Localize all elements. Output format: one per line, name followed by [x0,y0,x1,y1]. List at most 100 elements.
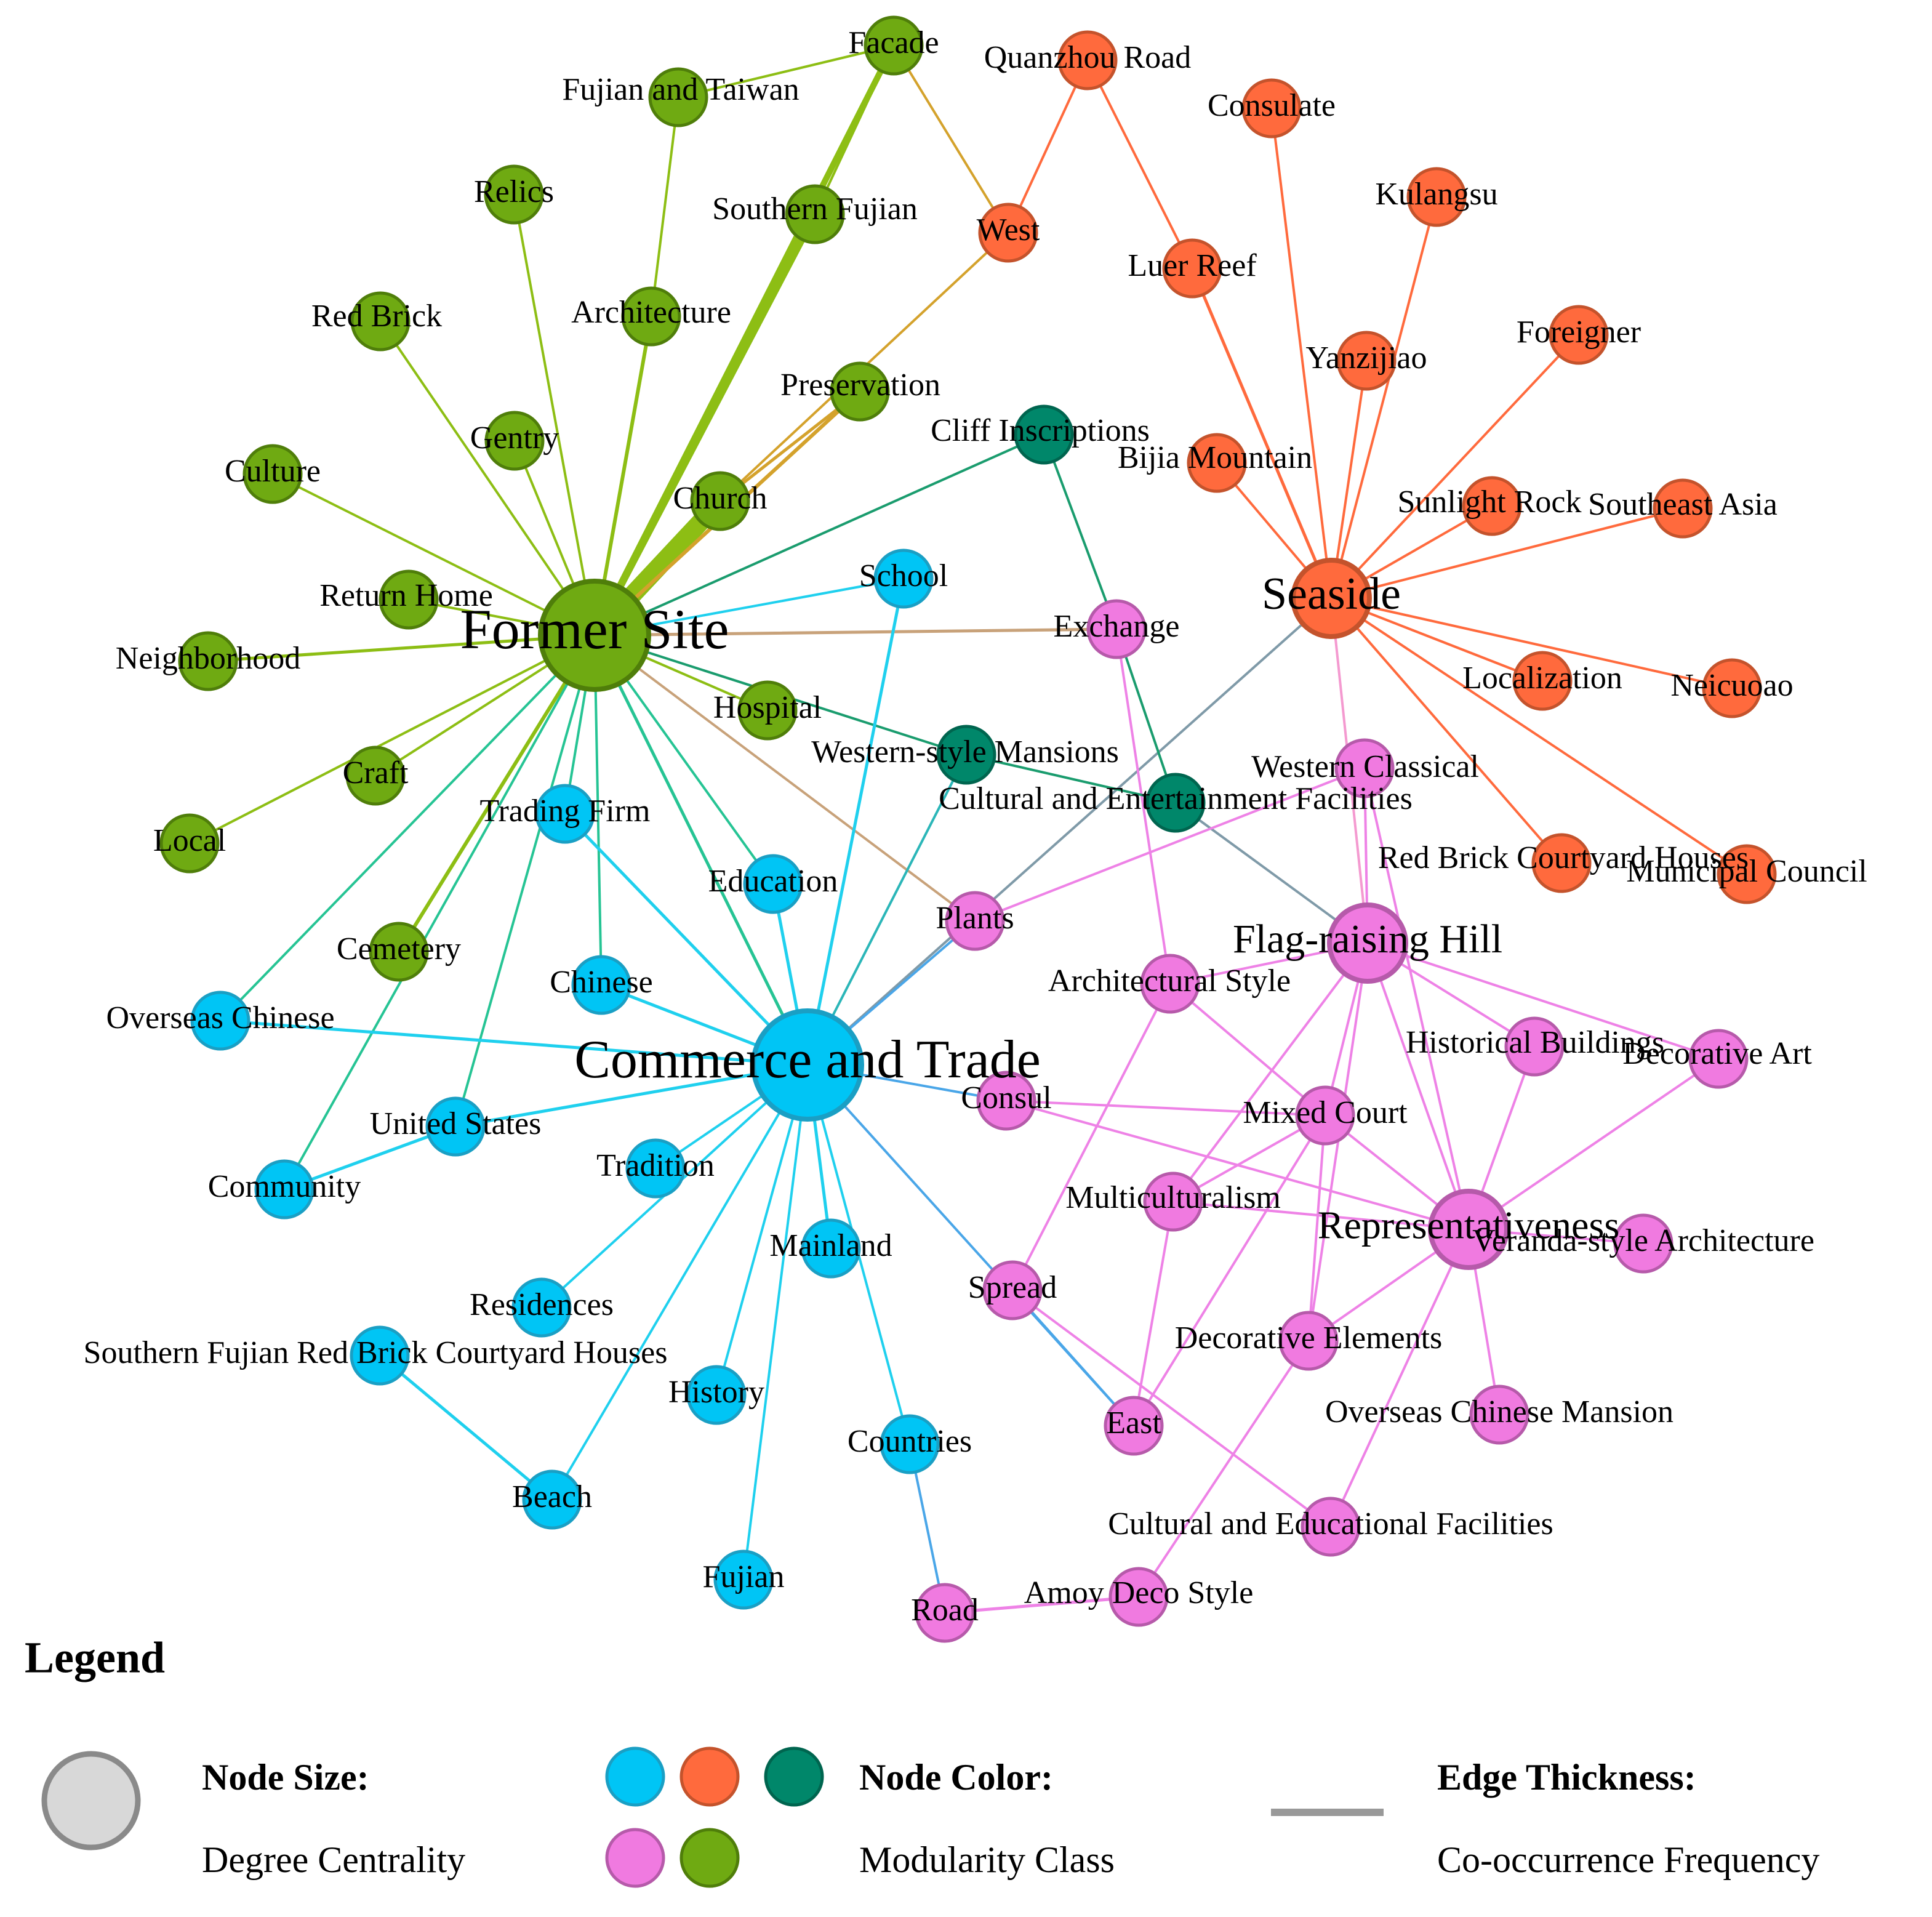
node-bijia-mountain [1187,433,1247,493]
node-trading-firm [535,784,595,844]
edge-commerce-trade-school [806,577,905,1067]
label-overseas-chinese-mansion: Overseas Chinese Mansion [1325,1394,1673,1429]
label-luer-reef: Luer Reef [1128,248,1257,283]
node-cliff-inscriptions [1014,404,1074,465]
legend-swatch-teal [764,1746,824,1807]
legend: Legend Node Size: Degree Centrality Node… [25,1633,1819,1888]
label-multiculturalism: Multiculturalism [1065,1180,1281,1215]
legend-node-color-heading: Node Color: [859,1757,1053,1798]
edge-former-site-plants [593,634,976,922]
node-flag-raising-hill [1327,902,1408,984]
edge-facade-southern-fujian [814,44,895,215]
node-architecture [621,286,681,347]
edge-former-site-exchange [593,627,1118,637]
label-southern-fujian-rbch: Southern Fujian Red Brick Courtyard Hous… [84,1335,668,1370]
edge-exchange-cultural-entertainment [1115,628,1177,804]
node-quanzhou-road [1057,30,1118,90]
node-mixed-court [1295,1085,1355,1146]
node-history [686,1365,747,1425]
label-veranda-style: Veranda-style Architecture [1472,1223,1814,1258]
edge-former-site-neighborhood [206,633,596,663]
label-quanzhou-road: Quanzhou Road [984,40,1191,75]
label-seaside: Seaside [1262,569,1401,619]
node-red-brick [350,291,411,352]
node-chinese [571,955,631,1015]
label-mainland: Mainland [769,1228,892,1263]
node-road [915,1583,975,1643]
node-hospital [737,680,798,741]
label-consulate: Consulate [1208,88,1336,123]
label-sunlight-rock: Sunlight Rock [1397,484,1581,520]
label-historical-buildings: Historical Buildings [1406,1025,1664,1060]
edge-cliff-inscriptions-exchange [1043,433,1118,630]
node-red-brick-courtyard-houses [1531,833,1592,893]
label-fujian: Fujian [703,1559,785,1594]
node-cemetery [369,922,429,982]
node-southeast-asia [1653,478,1713,539]
edge-former-site-chinese [593,634,603,986]
edge-seaside-municipal-council [1330,597,1748,875]
label-architectural-style: Architectural Style [1048,963,1291,999]
edge-former-site-commerce-trade [593,633,809,1067]
edge-western-style-mansions-commerce-trade [806,754,968,1066]
node-sunlight-rock [1462,476,1522,536]
edge-former-site-relics [513,193,596,637]
label-plants: Plants [936,901,1014,936]
node-neicuoao [1702,658,1762,718]
edge-western-classical-representativeness [1363,767,1470,1231]
label-municipal-council: Municipal Council [1626,854,1867,889]
label-road: Road [911,1593,979,1628]
node-cultural-educational [1301,1497,1361,1557]
label-flag-raising-hill: Flag-raising Hill [1233,917,1502,962]
label-kulangsu: Kulangsu [1375,177,1497,212]
edge-representativeness-cultural-educational [1329,1228,1470,1528]
legend-edge-thickness-heading: Edge Thickness: [1437,1757,1696,1798]
edge-former-site-culture [271,473,596,637]
edge-commerce-trade-trading-firm [563,812,809,1067]
edge-multiculturalism-east [1132,1200,1174,1427]
label-bijia-mountain: Bijia Mountain [1118,440,1312,475]
node-seaside [1291,558,1372,639]
edge-commerce-trade-history [715,1064,809,1396]
edge-spread-cultural-educational [1011,1289,1332,1528]
edge-southern-fujian-rbch-beach [378,1354,554,1501]
edge-quanzhou-road-luer-reef [1086,59,1193,270]
label-residences: Residences [470,1287,614,1322]
label-education: Education [708,864,838,899]
label-spread: Spread [968,1270,1057,1305]
label-southeast-asia: Southeast Asia [1588,487,1778,522]
node-east [1104,1396,1164,1456]
edge-seaside-consulate [1270,107,1333,600]
node-veranda-style [1613,1213,1673,1274]
label-localization: Localization [1462,661,1622,696]
edge-former-site-local [188,634,596,845]
node-beach [522,1469,582,1530]
legend-title: Legend [25,1633,165,1682]
node-localization [1512,651,1573,711]
label-church: Church [673,481,767,516]
node-decorative-art [1688,1029,1749,1089]
label-amoy-deco: Amoy Deco Style [1024,1575,1254,1610]
nodes-layer [159,15,1777,1643]
node-mainland [801,1218,861,1279]
label-western-classical: Western Classical [1251,749,1479,784]
label-east: East [1106,1405,1161,1441]
node-western-style-mansions [936,725,996,785]
legend-node-size-caption: Degree Centrality [202,1839,465,1880]
edge-seaside-southeast-asia [1330,507,1684,600]
label-decorative-elements: Decorative Elements [1175,1320,1443,1356]
label-overseas-chinese: Overseas Chinese [106,1000,334,1035]
edge-facade-west [892,44,1009,234]
edge-seaside-luer-reef [1190,267,1333,600]
label-southern-fujian: Southern Fujian [712,191,918,227]
node-church [690,471,750,531]
node-return-home [379,569,439,630]
node-architectural-style [1140,954,1200,1014]
label-preservation: Preservation [780,368,940,403]
node-fujian [713,1549,774,1610]
edge-seaside-foreigner [1330,334,1580,600]
label-red-brick: Red Brick [311,299,442,334]
legend-node-size-heading: Node Size: [202,1757,369,1798]
label-western-style-mansions: Western-style Mansions [811,734,1119,770]
